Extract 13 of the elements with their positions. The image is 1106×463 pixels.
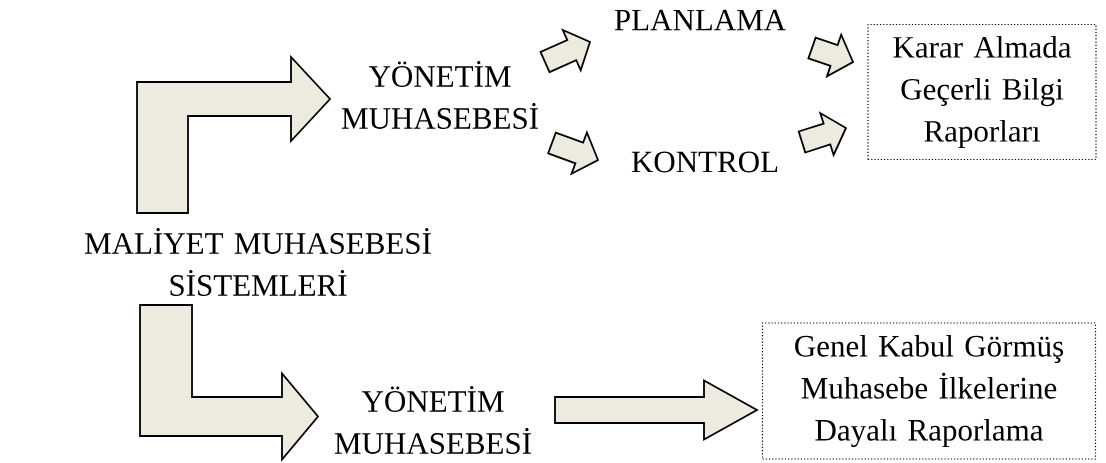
block-arrow bbox=[547, 129, 600, 176]
text-label: MALİYET MUHASEBESİ SİSTEMLERİ bbox=[84, 228, 431, 296]
block-arrow bbox=[554, 378, 759, 442]
text-label: PLANLAMA bbox=[614, 9, 786, 31]
text-label: YÖNETİM MUHASEBESİ bbox=[341, 61, 538, 129]
report-box: Genel Kabul Görmüş Muhasebe İlkelerine Dayalı Raporlama bbox=[761, 322, 1097, 460]
text-label: YÖNETİM MUHASEBESİ bbox=[334, 386, 531, 454]
block-arrow bbox=[136, 54, 332, 214]
block-arrow bbox=[139, 304, 320, 462]
block-arrow bbox=[797, 111, 848, 158]
text-label: KONTROL bbox=[631, 151, 778, 173]
block-arrow bbox=[807, 32, 855, 79]
report-box: Karar Almada Geçerli Bilgi Raporları bbox=[867, 23, 1097, 161]
